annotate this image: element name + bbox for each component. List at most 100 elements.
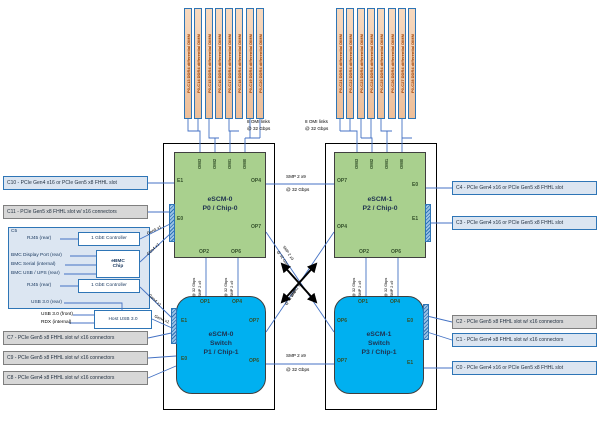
port-label-op7: OP7: [249, 318, 260, 324]
dimm-label: P0-C14 DDR4 differential DIMM: [196, 34, 201, 94]
dimm-label: P0-C28 DDR4 differential DIMM: [410, 34, 415, 94]
port-label-e1: E1: [181, 318, 188, 324]
rdx-internal-label: RDX (internal): [41, 320, 72, 325]
x16-connector-hatch: [169, 204, 175, 242]
chip-position: P3 / Chip-1: [361, 349, 397, 356]
port-label-omi2: OMI2: [212, 158, 217, 169]
pcie-slot-c7: C7 - PCIe Gen5 x8 FHHL slot w/ x16 conne…: [3, 331, 148, 345]
pcie-slot-c4: C4 - PCIe Gen4 x16 or PCIe Gen5 x8 FHHL …: [452, 181, 597, 195]
port-label-e1: E1: [412, 216, 419, 222]
dimm-label: P0-C16 DDR4 differential DIMM: [217, 34, 222, 94]
chip-title: eSCM-1 Switch P3 / Chip-1: [334, 330, 424, 357]
dimm-slot: P0-C22 DDR4 differential DIMM: [346, 8, 354, 119]
ebmc-chip-label: Chip: [112, 264, 124, 269]
dimm-label: P0-C13 DDR4 differential DIMM: [186, 34, 191, 94]
chip-title: eSCM-1 P2 / Chip-0: [334, 195, 426, 213]
port-label-op7: OP7: [251, 224, 262, 230]
dimm-label: P0-C19 DDR4 differential DIMM: [248, 34, 253, 94]
bmc-serial-label: BMC Serial (internal): [11, 262, 56, 267]
port-label-op6: OP6: [391, 249, 402, 255]
omi-links-speed: @ 32 Gbps: [305, 126, 329, 131]
gbe-controller-bottom: 1 GbE Controller: [78, 279, 140, 293]
port-label-omi3: OMI3: [354, 158, 359, 169]
port-label-omi0: OMI0: [242, 158, 247, 169]
smp-link-speed: @ 32 Gbps: [224, 277, 228, 297]
pcie-slot-c3: C3 - PCIe Gen4 x16 or PCIe Gen5 x8 FHHL …: [452, 216, 597, 230]
dimm-slot: P0-C14 DDR4 differential DIMM: [194, 8, 202, 119]
dimm-label: P0-C23 DDR4 differential DIMM: [359, 34, 364, 94]
dimm-slot: P0-C13 DDR4 differential DIMM: [184, 8, 192, 119]
port-label-omi0: OMI0: [399, 158, 404, 169]
dimm-label: P0-C20 DDR4 differential DIMM: [258, 34, 263, 94]
omi-links-label: 8 OMI links: [247, 119, 270, 124]
chip-position: P2 / Chip-0: [362, 205, 398, 212]
port-label-op2: OP2: [359, 249, 370, 255]
dimm-label: P0-C24 DDR4 differential DIMM: [369, 34, 374, 94]
port-label-op1: OP1: [200, 299, 211, 305]
gbe-controller-label: 1 GbE Controller: [91, 283, 127, 289]
smp-link-speed: @ 32 Gbps: [384, 277, 388, 297]
dimm-slot: P0-C23 DDR4 differential DIMM: [357, 8, 365, 119]
chip-role: Switch: [368, 340, 390, 347]
chip-position: P1 / Chip-1: [203, 349, 239, 356]
smp-link-speed: @ 32 Gbps: [283, 287, 299, 307]
port-label-op4: OP4: [390, 299, 401, 305]
dimm-label: P0-C22 DDR4 differential DIMM: [348, 34, 353, 94]
smp-link-label: SMP 2 x9: [390, 280, 394, 297]
dimm-slot: P0-C20 DDR4 differential DIMM: [256, 8, 264, 119]
dimm-slot: P0-C19 DDR4 differential DIMM: [246, 8, 254, 119]
smp-link-label: SMP 2 x9: [286, 174, 306, 179]
port-label-op7: OP7: [337, 178, 348, 184]
smp-link-label: SMP 2 x9: [230, 280, 234, 297]
dimm-slot: P0-C16 DDR4 differential DIMM: [215, 8, 223, 119]
usb3-rear-label: USB 3.0 (rear): [31, 300, 62, 305]
chip-title: eSCM-0 P0 / Chip-0: [174, 195, 266, 213]
port-label-omi2: OMI2: [369, 158, 374, 169]
host-usb-label: Host USB 3.0: [108, 316, 138, 322]
chip-position: P0 / Chip-0: [202, 205, 238, 212]
port-label-op4: OP4: [337, 224, 348, 230]
x16-connector-hatch: [423, 304, 429, 340]
pcie-slot-c0: C0 - PCIe Gen4 x16 or PCIe Gen5 x8 FHHL …: [452, 361, 597, 375]
port-label-e0: E0: [177, 216, 184, 222]
dimm-label: P0-C27 DDR4 differential DIMM: [400, 34, 405, 94]
pcie-slot-c9: C9 - PCIe Gen5 x8 FHHL slot w/ x16 conne…: [3, 351, 148, 365]
port-label-omi1: OMI1: [384, 158, 389, 169]
host-usb-box: Host USB 3.0: [94, 310, 152, 329]
bmc-rj45-bottom-label: RJ45 (rear): [27, 283, 52, 288]
port-label-omi1: OMI1: [227, 158, 232, 169]
port-label-op4: OP4: [232, 299, 243, 305]
dimm-slot: P0-C24 DDR4 differential DIMM: [367, 8, 375, 119]
omi-links-speed: @ 32 Gbps: [247, 126, 271, 131]
port-label-omi3: OMI3: [197, 158, 202, 169]
bmc-rj45-top-label: RJ45 (rear): [27, 236, 52, 241]
smp-link-speed: @ 32 Gbps: [352, 277, 356, 297]
port-label-e1: E1: [407, 360, 414, 366]
smp-link-speed: @ 32 Gbps: [286, 367, 310, 372]
chip-name: eSCM-0: [208, 331, 234, 338]
bmc-panel-id: C5: [11, 229, 18, 234]
dimm-slot: P0-C15 DDR4 differential DIMM: [205, 8, 213, 119]
port-label-op2: OP2: [199, 249, 210, 255]
chip-name: eSCM-1: [367, 196, 393, 203]
pcie-slot-c2: C2 - PCIe Gen5 x8 FHHL slot w/ x16 conne…: [452, 315, 597, 329]
dimm-slot: P0-C25 DDR4 differential DIMM: [377, 8, 385, 119]
dimm-slot: P0-C28 DDR4 differential DIMM: [408, 8, 416, 119]
port-label-e0: E0: [412, 182, 419, 188]
dimm-label: P0-C26 DDR4 differential DIMM: [390, 34, 395, 94]
dimm-label: P0-C25 DDR4 differential DIMM: [379, 34, 384, 94]
chip-escm0-switch-p1: [176, 296, 266, 394]
port-label-op6: OP6: [337, 318, 348, 324]
gbe-controller-top: 1 GbE Controller: [78, 232, 140, 246]
smp-link-label: SMP 2 x9: [358, 280, 362, 297]
dimm-slot: P0-C17 DDR4 differential DIMM: [225, 8, 233, 119]
smp-link-speed: @ 32 Gbps: [192, 277, 196, 297]
smp-link-label: SMP 2 x9: [286, 353, 306, 358]
dimm-label: P0-C18 DDR4 differential DIMM: [237, 34, 242, 94]
port-label-op4: OP4: [251, 178, 262, 184]
x16-connector-hatch: [425, 204, 431, 242]
port-label-e0: E0: [407, 318, 414, 324]
chip-escm1-switch-p3: [334, 296, 424, 394]
dimm-label: P0-C15 DDR4 differential DIMM: [207, 34, 212, 94]
